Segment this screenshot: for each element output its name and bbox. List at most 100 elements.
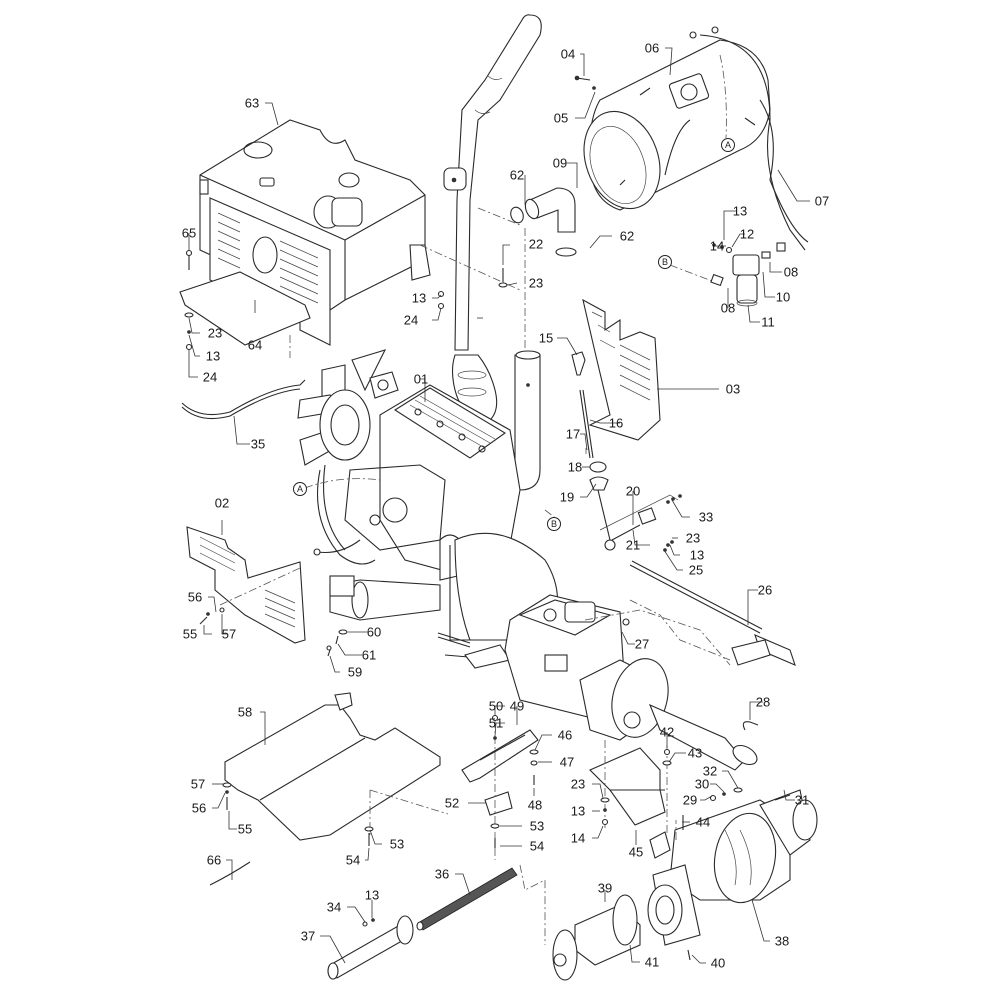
callout-55: 55 [237,821,253,837]
callout-08: 08 [783,264,799,280]
callout-25: 25 [688,562,704,578]
callout-23: 23 [685,530,701,546]
cable-tie-drawing [209,861,251,886]
callout-53: 53 [529,818,545,834]
callout-30: 30 [694,776,710,792]
callout-23: 23 [570,776,586,792]
callout-65: 65 [181,225,197,241]
starter-hardware-drawing [326,629,348,657]
engine-drawing [297,349,559,669]
callout-48: 48 [527,797,543,813]
callout-06: 06 [644,40,660,56]
callout-11: 11 [761,314,775,330]
callout-10: 10 [775,289,791,305]
callout-14: 14 [570,830,586,846]
callout-34: 34 [326,899,342,915]
hose-35-drawing-2 [181,388,301,420]
callout-01: 01 [413,371,429,387]
callout-20: 20 [625,483,641,499]
universal-joint-drawing [552,894,641,981]
callout-09: 09 [552,155,568,171]
radiator-hood-drawing [179,119,431,346]
linkage-drawing [599,494,682,552]
callout-54: 54 [345,852,361,868]
callout-05: 05 [553,110,569,126]
callout-13: 13 [364,887,380,903]
callout-29: 29 [682,792,698,808]
callout-36: 36 [434,866,450,882]
callout-24: 24 [202,369,218,385]
callout-16: 16 [608,415,624,431]
callout-41: 41 [644,954,660,970]
callout-24: 24 [403,312,419,328]
callout-51: 51 [488,715,504,731]
callout-13: 13 [570,803,586,819]
leader-lines [188,47,810,964]
callout-58: 58 [237,704,253,720]
callout-61: 61 [361,647,377,663]
callout-19: 19 [559,489,575,505]
tail-pipe-drawing [514,350,541,491]
callout-50: 50 [488,698,504,714]
fuel-filter-drawing [669,242,786,307]
callout-03: 03 [725,381,741,397]
gearbox-mount-drawing [589,740,672,835]
gearbox-drawing [504,594,758,771]
callout-23: 23 [207,325,223,341]
callout-42: 42 [659,724,675,740]
shaft-tube-drawing [327,915,414,980]
u-bolt-drawing [742,721,759,731]
reference-marker-a: A [293,482,307,496]
left-side-shield-drawing [186,526,306,644]
callout-28: 28 [755,694,771,710]
callout-45: 45 [628,844,644,860]
hood-dash-line [419,244,521,291]
callout-49: 49 [509,698,525,714]
callout-18: 18 [567,459,583,475]
callout-02: 02 [214,495,230,511]
callout-38: 38 [774,933,790,949]
callout-59: 59 [347,664,363,680]
reference-marker-a: A [721,138,735,152]
callout-13: 13 [411,290,427,306]
callout-57: 57 [221,626,237,642]
callout-12: 12 [739,226,755,242]
callout-62: 62 [509,167,525,183]
callout-66: 66 [206,852,222,868]
splined-shaft-drawing [416,864,546,945]
callout-26: 26 [757,582,773,598]
skid-plate-drawing [224,692,449,841]
callout-43: 43 [687,745,703,761]
right-side-shield-drawing [582,298,661,441]
callout-56: 56 [191,800,207,816]
fuel-line-drawing [759,99,809,243]
callout-07: 07 [814,193,830,209]
bolt-22-drawing [498,268,508,288]
bolt-04-drawing [574,75,596,90]
callout-54: 54 [529,838,545,854]
callout-32: 32 [702,763,718,779]
callout-47: 47 [559,754,575,770]
gearbox-dash-line [584,609,731,666]
callout-39: 39 [597,880,613,896]
callout-13: 13 [689,547,705,563]
callout-21: 21 [625,537,641,553]
callout-40: 40 [710,955,726,971]
throttle-cable-drawing [629,560,796,666]
callout-44: 44 [695,814,711,830]
callout-63: 63 [244,95,260,111]
fuel-tank-drawing [583,26,806,251]
callout-33: 33 [698,509,714,525]
callout-14: 14 [709,238,725,254]
callout-37: 37 [300,928,316,944]
reference-marker-b: B [658,255,672,269]
callout-35: 35 [250,436,266,452]
reference-marker-b: B [547,517,561,531]
skid-hardware-drawing [222,782,374,846]
callout-13: 13 [732,203,748,219]
callout-13: 13 [205,348,221,364]
callout-31: 31 [794,792,810,808]
callout-17: 17 [565,426,581,442]
